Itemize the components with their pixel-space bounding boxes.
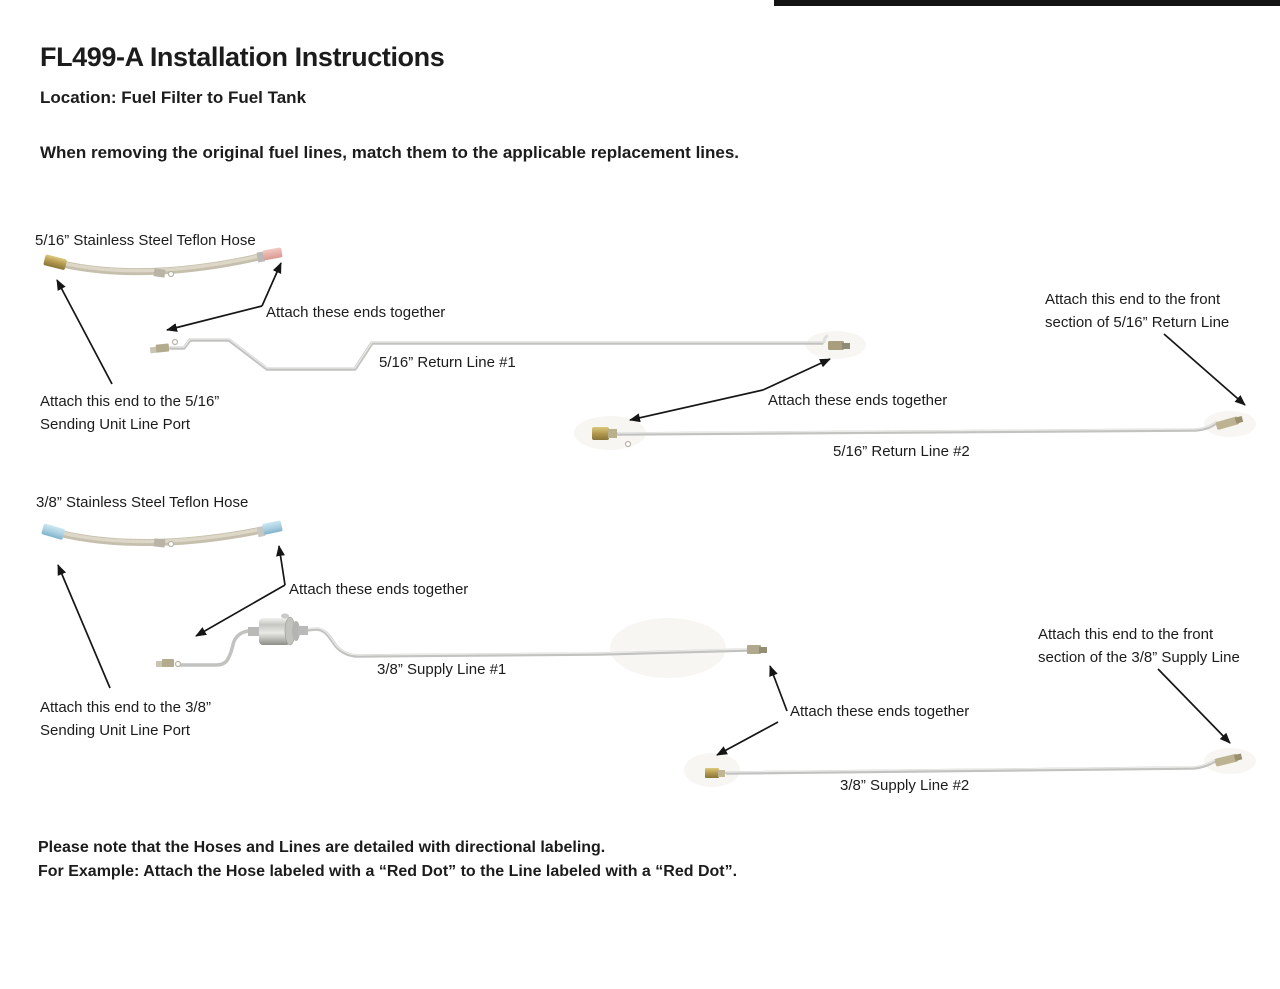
supply-line-1-right-fitting (747, 645, 767, 654)
arrow-38-line1-right-end (769, 665, 788, 712)
hose-38-union-band (153, 538, 166, 548)
supply-line-1 (156, 613, 767, 668)
return-line-1-label: 5/16” Return Line #1 (379, 354, 516, 371)
front-note-516-line1: Attach this end to the front (1045, 291, 1221, 308)
supply-line-2 (705, 753, 1243, 778)
arrow-38-line1-left-end (195, 584, 286, 637)
attach-note-516-left: Attach these ends together (266, 304, 446, 321)
arrow-516-hose-right-end (261, 262, 282, 307)
hose-38-left-fitting-blue (41, 523, 65, 540)
fuel-filter (248, 613, 308, 646)
hose-38-label: 3/8” Stainless Steel Teflon Hose (36, 494, 249, 511)
return-line-1 (149, 334, 850, 371)
intro-note: When removing the original fuel lines, m… (40, 143, 740, 162)
arrow-38-line2-right-end (1157, 668, 1231, 744)
teflon-hose-516 (43, 247, 283, 278)
directional-labeling-note-line1: Please note that the Hoses and Lines are… (38, 839, 606, 856)
sending-unit-note-516-line1: Attach this end to the 5/16” (40, 393, 220, 410)
attach-note-38-left: Attach these ends together (289, 581, 469, 598)
sending-unit-note-38-line1: Attach this end to the 3/8” (40, 699, 211, 716)
top-scan-bar (774, 0, 1280, 6)
arrow-516-line2-left-end (629, 389, 764, 423)
arrow-516-line1-left-end (166, 305, 263, 332)
hose-38-union-ring (167, 540, 175, 548)
supply-line-2-left-fitting (705, 768, 725, 778)
callout-arrows-516 (56, 262, 1246, 423)
teflon-hose-38 (41, 520, 283, 548)
hose-516-left-fitting (43, 254, 67, 270)
sending-unit-note-516: Attach this end to the 5/16” Sending Uni… (40, 391, 219, 436)
return-line-2-right-fitting (1215, 415, 1244, 430)
location-subtitle: Location: Fuel Filter to Fuel Tank (40, 88, 307, 107)
sending-unit-note-38: Attach this end to the 3/8” Sending Unit… (40, 697, 211, 742)
hose-516-union-band (153, 268, 166, 278)
front-note-516: Attach this end to the front section of … (1045, 289, 1229, 334)
directional-labeling-note: Please note that the Hoses and Lines are… (38, 836, 737, 884)
return-line-1-left-fitting (149, 343, 170, 354)
supply-line-1-label: 3/8” Supply Line #1 (377, 661, 507, 678)
arrow-516-line1-right-end (762, 358, 831, 391)
return-line-2-label: 5/16” Return Line #2 (833, 443, 970, 460)
arrow-38-hose-right-end (276, 545, 286, 586)
front-note-38: Attach this end to the front section of … (1038, 624, 1240, 669)
return-line-2 (592, 415, 1244, 448)
supply-line-2-right-fitting (1214, 753, 1243, 767)
arrow-38-line2-left-end (716, 721, 779, 756)
arrow-516-sending-unit (56, 279, 113, 385)
return-line-1-right-fitting (828, 341, 850, 350)
arrow-38-sending-unit (57, 564, 111, 689)
arrow-516-line2-right-end (1163, 333, 1246, 406)
page-title: FL499-A Installation Instructions (40, 42, 445, 72)
attach-note-516-right: Attach these ends together (768, 392, 948, 409)
hose-516-label: 5/16” Stainless Steel Teflon Hose (35, 232, 256, 249)
sending-unit-note-38-line2: Sending Unit Line Port (40, 721, 191, 739)
return-line-2-left-fitting (592, 427, 617, 440)
hose-516-right-fitting-red (256, 247, 283, 263)
supply-line-1-left-fitting (156, 659, 182, 668)
front-note-516-line2: section of 5/16” Return Line (1045, 313, 1230, 331)
hose-38-right-fitting-blue (256, 520, 283, 538)
hose-516-union-ring (167, 270, 175, 278)
attach-note-38-right: Attach these ends together (790, 703, 970, 720)
directional-labeling-note-line2: For Example: Attach the Hose labeled wit… (38, 863, 738, 880)
sending-unit-note-516-line2: Sending Unit Line Port (40, 415, 191, 433)
supply-line-2-label: 3/8” Supply Line #2 (840, 777, 970, 794)
front-note-38-line2: section of the 3/8” Supply Line (1038, 648, 1240, 666)
front-note-38-line1: Attach this end to the front (1038, 626, 1214, 643)
callout-arrows-38 (57, 545, 1231, 756)
